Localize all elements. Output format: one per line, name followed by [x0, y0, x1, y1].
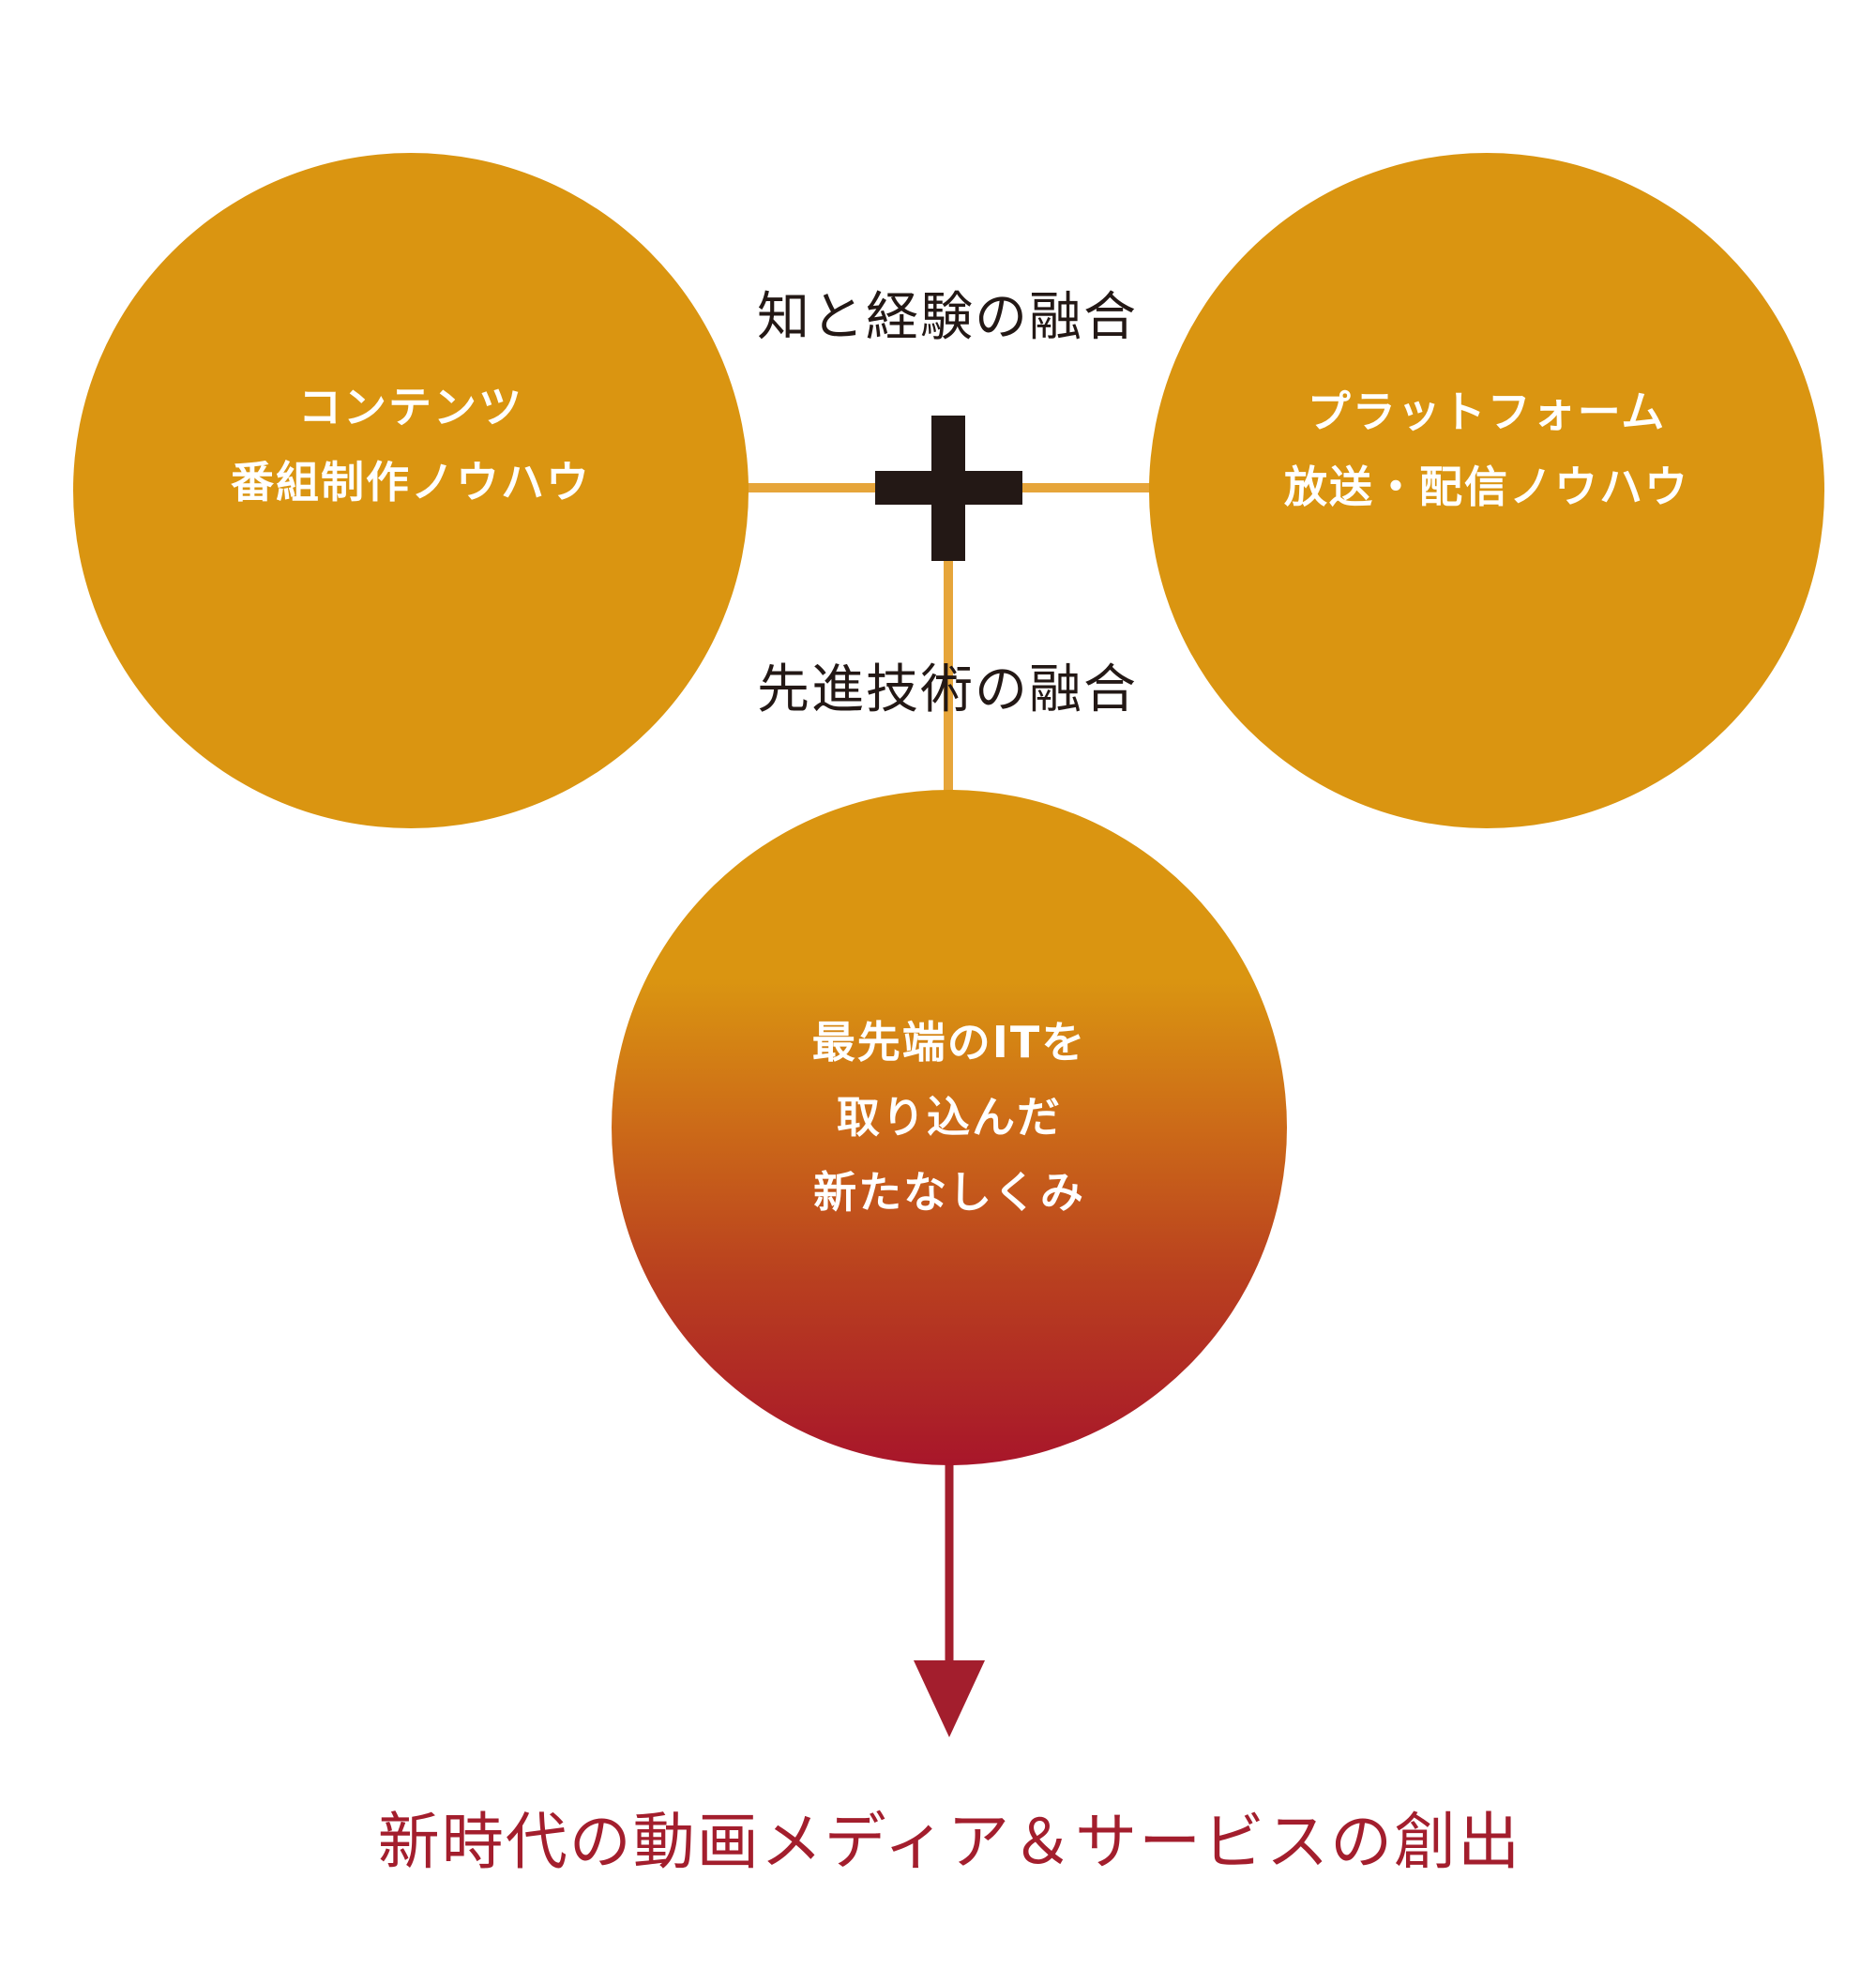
arrow-head [914, 1660, 985, 1737]
label-technology-fusion: 先進技術の融合 [757, 659, 1138, 720]
circle-platform-line-1: プラットフォーム [1307, 386, 1667, 437]
circle-platform-text: プラットフォーム 放送・配信ノウハウ [1284, 374, 1689, 524]
circle-new-system: 最先端のITを 取り込んだ 新たなしくみ [612, 790, 1287, 1465]
plus-icon [875, 416, 1022, 561]
circle-new-system-text: 最先端のITを 取り込んだ 新たなしくみ [812, 1005, 1087, 1230]
circle-contents-line-1: コンテンツ [298, 382, 523, 432]
circle-contents: コンテンツ 番組制作ノウハウ [73, 153, 749, 828]
circle-platform: プラットフォーム 放送・配信ノウハウ [1149, 153, 1824, 828]
circle-new-system-line-3: 新たなしくみ [813, 1167, 1085, 1218]
circle-contents-text: コンテンツ 番組制作ノウハウ [231, 370, 591, 520]
circle-new-system-line-1: 最先端のITを [811, 1017, 1087, 1068]
circle-platform-line-2: 放送・配信ノウハウ [1284, 462, 1689, 512]
circle-new-system-line-2: 取り込んだ [837, 1092, 1062, 1143]
result-title: 新時代の動画メディア＆サービスの創出 [377, 1806, 1522, 1878]
label-knowledge-fusion: 知と経験の融合 [757, 287, 1138, 348]
circle-contents-line-2: 番組制作ノウハウ [231, 457, 591, 507]
